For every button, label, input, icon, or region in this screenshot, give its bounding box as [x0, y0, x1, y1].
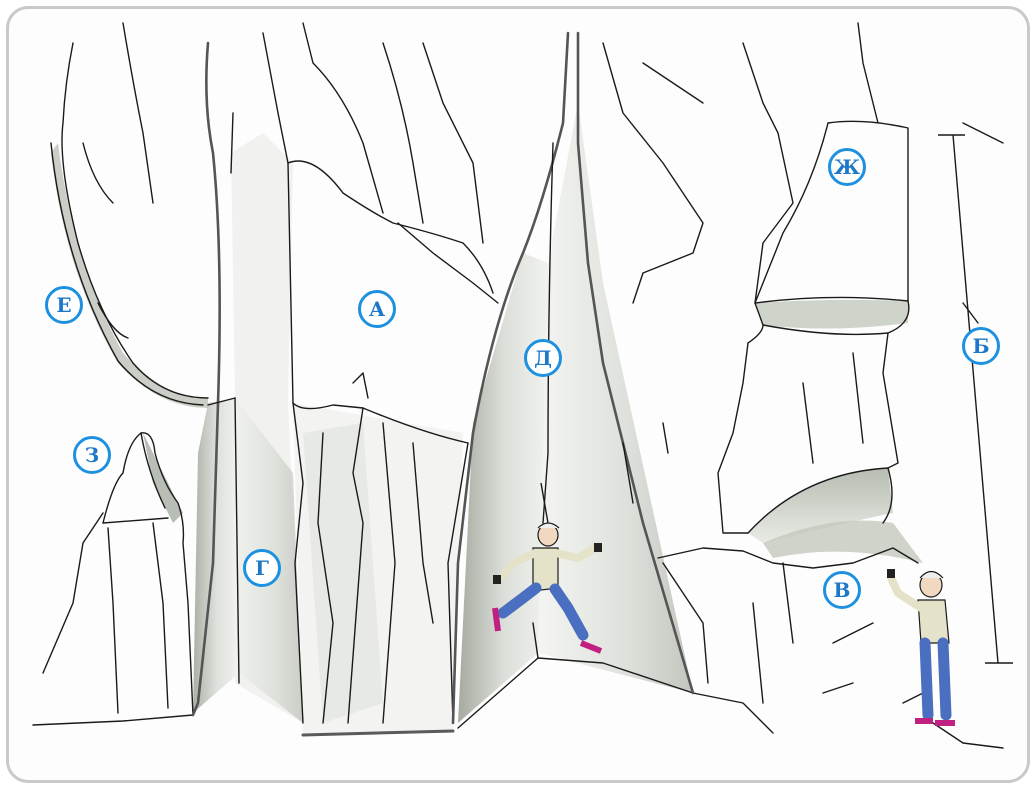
label-a-face: А: [358, 290, 396, 328]
label-d-dihedral: Д: [524, 339, 562, 377]
label-e-crack: Е: [45, 286, 83, 324]
rock-wall-drawing: [9, 9, 1027, 780]
diagram-frame: А Б В Г Д Е Ж З: [6, 6, 1030, 783]
label-zh-block: Ж: [828, 148, 866, 186]
label-v-overhang: В: [823, 571, 861, 609]
label-z-pinnacle: З: [73, 436, 111, 474]
height-bar: [938, 135, 1013, 663]
label-g-pillar: Г: [243, 549, 281, 587]
label-b-height: Б: [962, 327, 1000, 365]
belayer-climber: [887, 569, 955, 723]
